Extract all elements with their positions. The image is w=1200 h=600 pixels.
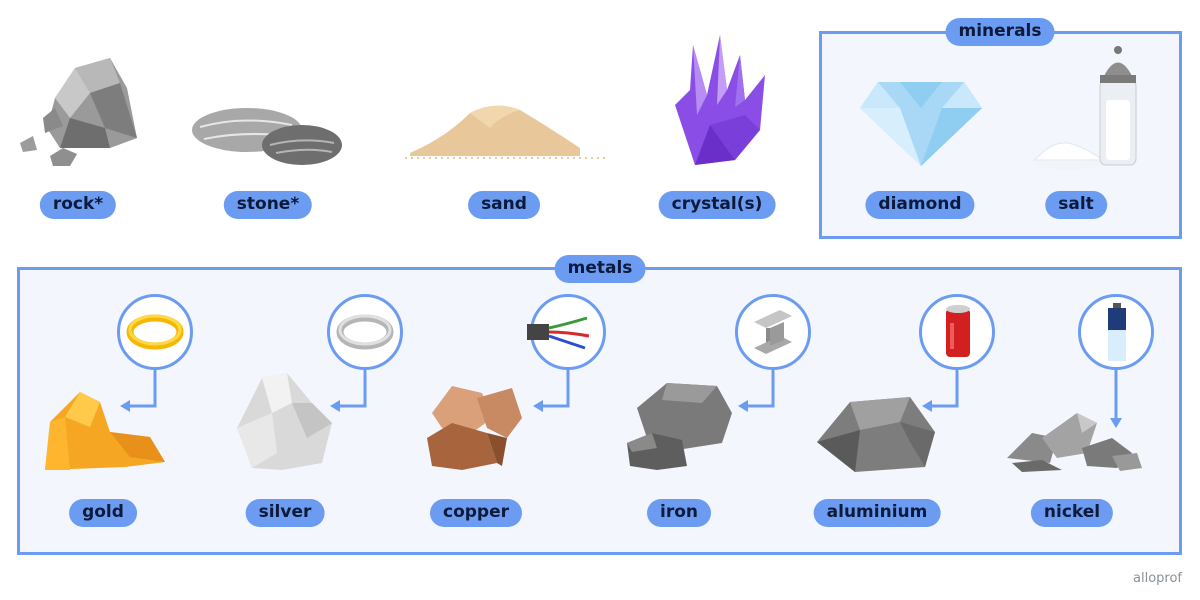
label-stone: stone* xyxy=(223,191,313,219)
electric-wire-icon xyxy=(527,316,590,350)
label-crystal: crystal(s) xyxy=(658,191,776,219)
label-iron: iron xyxy=(647,499,711,527)
soda-can-icon xyxy=(946,305,970,357)
gold-ring-icon xyxy=(126,314,184,350)
diamond-icon xyxy=(860,82,982,166)
label-rock: rock* xyxy=(39,191,117,219)
label-sand: sand xyxy=(468,191,540,219)
label-aluminium: aluminium xyxy=(813,499,941,527)
label-copper: copper xyxy=(429,499,523,527)
silver-ring-icon xyxy=(336,314,394,350)
label-salt: salt xyxy=(1045,191,1107,219)
label-gold: gold xyxy=(69,499,137,527)
purple-crystal-icon xyxy=(675,35,765,165)
label-nickel: nickel xyxy=(1030,499,1114,527)
iron-ore-icon xyxy=(627,383,732,470)
label-diamond: diamond xyxy=(865,191,975,219)
copper-ore-icon xyxy=(427,386,522,470)
sand-pile-icon xyxy=(405,105,605,159)
battery-icon xyxy=(1108,303,1126,361)
brand-logo: alloprof xyxy=(1133,571,1182,586)
salt-shaker-icon xyxy=(1032,46,1137,170)
minerals-title: minerals xyxy=(945,18,1055,46)
steel-beam-icon xyxy=(754,310,792,354)
silver-ore-icon xyxy=(237,373,332,470)
metals-title: metals xyxy=(554,255,646,283)
label-silver: silver xyxy=(245,499,325,527)
nickel-ore-icon xyxy=(1007,413,1142,472)
gold-ore-icon xyxy=(45,392,165,470)
stones-icon xyxy=(192,108,342,165)
rock-icon xyxy=(20,58,137,166)
aluminium-ore-icon xyxy=(817,397,935,472)
